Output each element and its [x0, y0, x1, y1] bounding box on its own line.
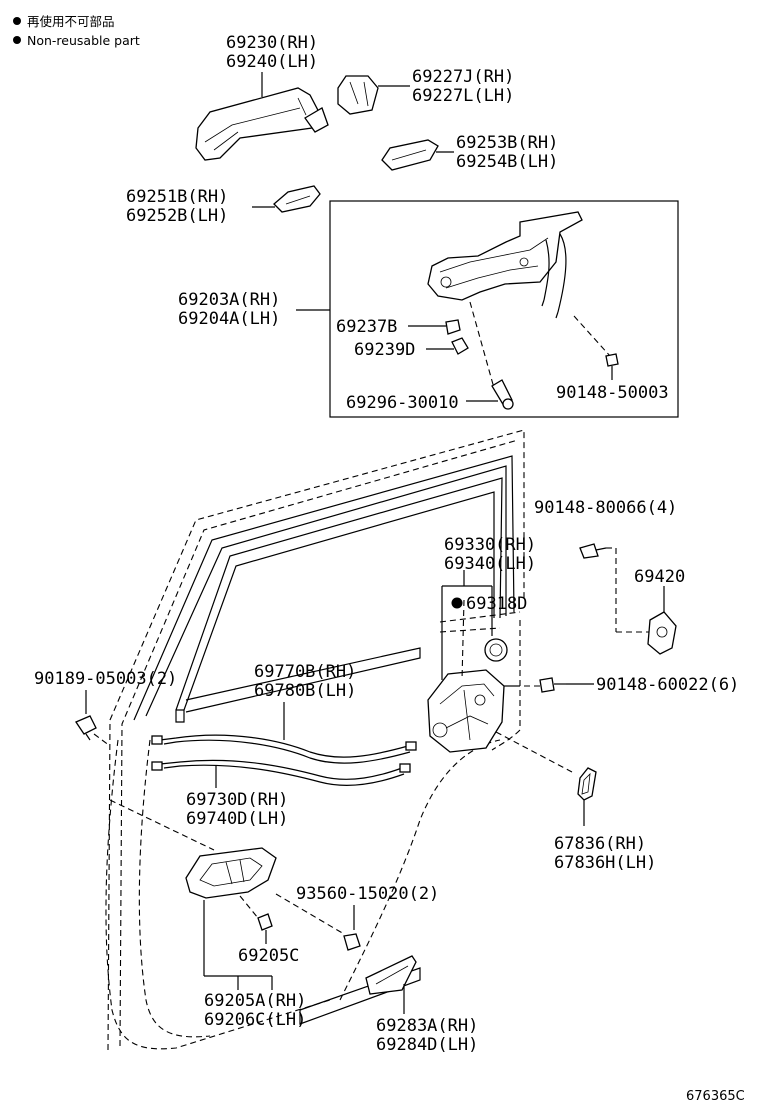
- label-69770B: 69770B(RH): [254, 662, 356, 682]
- legend-item-jp: 再使用不可部品: [27, 14, 115, 29]
- label-90148-50003: 90148-50003: [556, 383, 669, 403]
- non-reusable-bullet-icon: [13, 17, 21, 25]
- label-69230: 69230(RH): [226, 33, 318, 53]
- label-90148-60022: 90148-60022(6): [596, 675, 739, 695]
- label-69730D: 69730D(RH): [186, 790, 288, 810]
- label-69340: 69340(LH): [444, 554, 536, 574]
- door-outline-drawing: [105, 429, 525, 1051]
- label-90189: 90189-05003(2): [34, 669, 177, 689]
- label-93560: 93560-15020(2): [296, 884, 439, 904]
- handle-frame-drawing: [427, 211, 583, 319]
- label-69237B: 69237B: [336, 317, 397, 337]
- label-69227J: 69227J(RH): [412, 67, 514, 87]
- label-67836H: 67836H(LH): [554, 853, 656, 873]
- handle-clip-drawing: [257, 913, 273, 931]
- label-69740D: 69740D(LH): [186, 809, 288, 829]
- remote-cable-drawing: [151, 759, 411, 786]
- non-reusable-bullet-icon: [13, 36, 21, 44]
- label-69283A: 69283A(RH): [376, 1016, 478, 1036]
- frame-clip-69239D-drawing: [451, 337, 469, 355]
- label-69205A: 69205A(RH): [204, 991, 306, 1011]
- screw-69296-drawing: [491, 379, 514, 410]
- screw-90148-60022-drawing: [539, 677, 566, 693]
- door-lock-drawing: [427, 638, 520, 753]
- label-69251B: 69251B(RH): [126, 187, 228, 207]
- label-69284D: 69284D(LH): [376, 1035, 478, 1055]
- label-69204A: 69204A(LH): [178, 309, 280, 329]
- frame-clip-69237B-drawing: [445, 319, 461, 335]
- outside-handle-drawing: [195, 87, 329, 161]
- armrest-pad-drawing: [365, 955, 417, 995]
- label-69330: 69330(RH): [444, 535, 536, 555]
- label-90148-80066: 90148-80066(4): [534, 498, 677, 518]
- label-69227L: 69227L(LH): [412, 86, 514, 106]
- non-reusable-bullet-icon: [451, 597, 463, 609]
- lock-cable-drawing: [151, 734, 417, 764]
- label-69318D: 69318D: [466, 594, 527, 614]
- label-69240: 69240(LH): [226, 52, 318, 72]
- handle-pad-drawing: [381, 139, 439, 171]
- door-striker-drawing: [647, 611, 677, 655]
- label-69252B: 69252B(LH): [126, 206, 228, 226]
- inside-handle-drawing: [185, 847, 277, 899]
- label-69296: 69296-30010: [346, 393, 459, 413]
- label-69205C: 69205C: [238, 946, 299, 966]
- label-69239D: 69239D: [354, 340, 415, 360]
- label-67836: 67836(RH): [554, 834, 646, 854]
- legend-item-en: Non-reusable part: [27, 33, 140, 48]
- label-69254B: 69254B(LH): [456, 152, 558, 172]
- screw-90148-50003-drawing: [605, 353, 619, 367]
- label-69420: 69420: [634, 567, 685, 587]
- legend: 再使用不可部品 Non-reusable part: [13, 14, 140, 48]
- label-69780B: 69780B(LH): [254, 681, 356, 701]
- frame-subassembly-box: [329, 200, 679, 418]
- screw-90148-80066-drawing: [579, 543, 607, 559]
- figure-id: 676365C: [686, 1089, 745, 1104]
- handle-cover-drawing: [337, 75, 379, 115]
- label-69253B: 69253B(RH): [456, 133, 558, 153]
- screw-93560-drawing: [343, 933, 361, 951]
- label-69206C: 69206C(LH): [204, 1010, 306, 1030]
- door-clip-drawing: [75, 715, 97, 741]
- rear-pad-drawing: [273, 185, 321, 213]
- door-grommet-drawing: [577, 767, 597, 801]
- label-69203A: 69203A(RH): [178, 290, 280, 310]
